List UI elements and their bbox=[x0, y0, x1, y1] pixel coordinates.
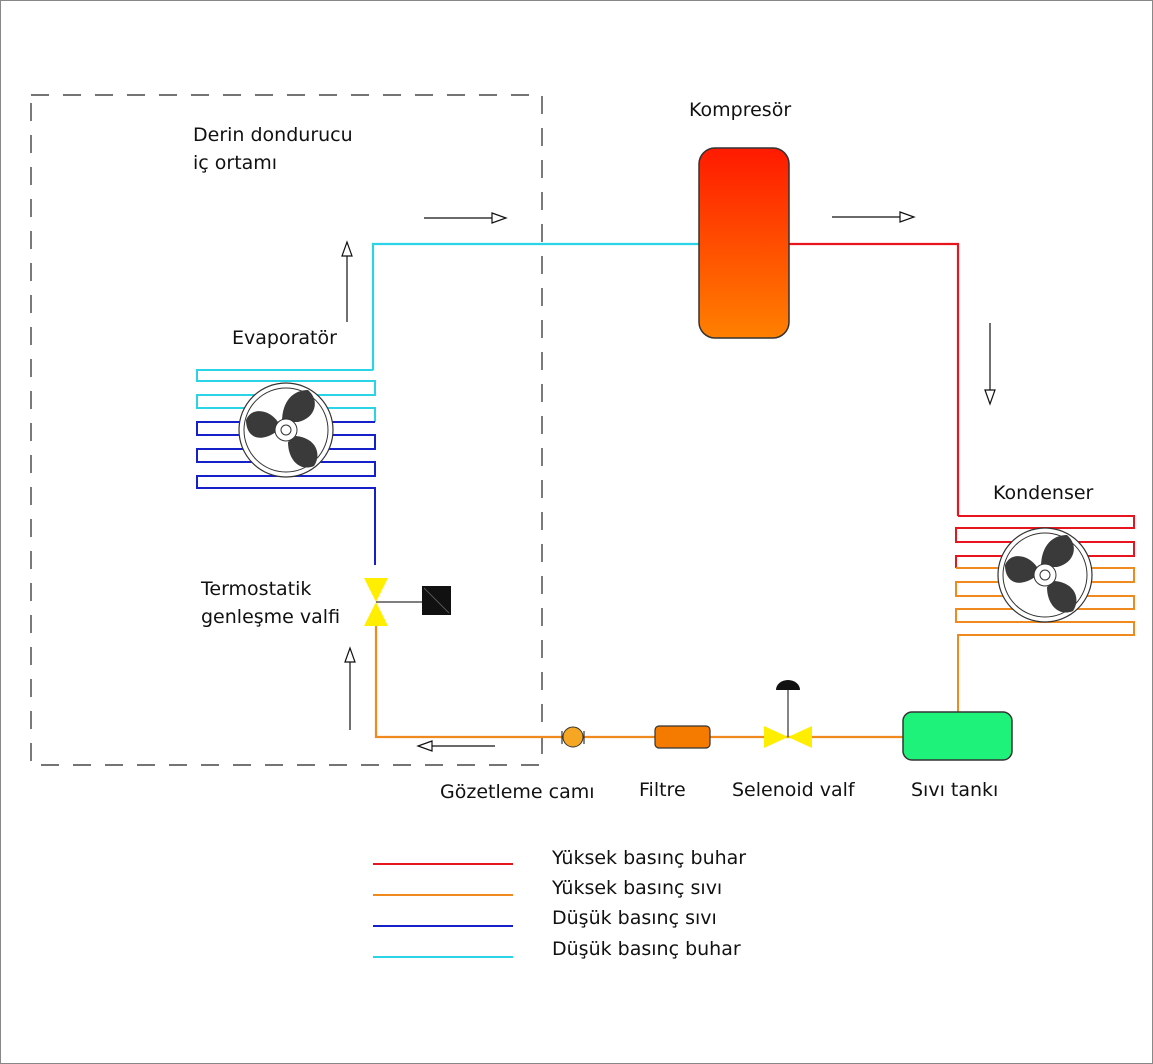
compressor bbox=[698, 147, 790, 339]
legend-label: Düşük basınç sıvı bbox=[552, 907, 717, 929]
label-sight-glass: Gözetleme camı bbox=[440, 781, 595, 803]
legend-label: Yüksek basınç sıvı bbox=[551, 877, 722, 899]
label-expansion-valve: Termostatik genleşme valfi bbox=[200, 578, 340, 628]
legend-label: Yüksek basınç buhar bbox=[551, 847, 746, 869]
discharge-line bbox=[789, 242, 960, 516]
legend: Yüksek basınç buhar Yüksek basınç sıvı D… bbox=[373, 847, 746, 960]
label-evaporator: Evaporatör bbox=[232, 327, 337, 349]
condenser-fan-icon bbox=[997, 527, 1093, 623]
liquid-line bbox=[374, 615, 903, 739]
freezer-boundary bbox=[30, 94, 543, 766]
suction-line bbox=[371, 242, 699, 370]
receiver-tank bbox=[902, 711, 1013, 761]
sight-glass-icon bbox=[561, 726, 585, 748]
expansion-valve-icon bbox=[364, 578, 451, 626]
label-compressor: Kompresör bbox=[689, 99, 791, 121]
label-freezer-inside: Derin dondurucu iç ortamı bbox=[193, 124, 359, 174]
evaporator-fan-icon bbox=[238, 382, 334, 478]
label-solenoid-valve: Selenoid valf bbox=[732, 779, 856, 801]
label-condenser: Kondenser bbox=[993, 482, 1094, 504]
legend-label: Düşük basınç buhar bbox=[552, 938, 741, 960]
label-filter: Filtre bbox=[639, 779, 686, 801]
label-receiver: Sıvı tankı bbox=[911, 779, 998, 801]
filter-drier bbox=[654, 725, 711, 749]
solenoid-valve-icon bbox=[764, 680, 812, 748]
flow-arrow-icon bbox=[341, 211, 996, 752]
